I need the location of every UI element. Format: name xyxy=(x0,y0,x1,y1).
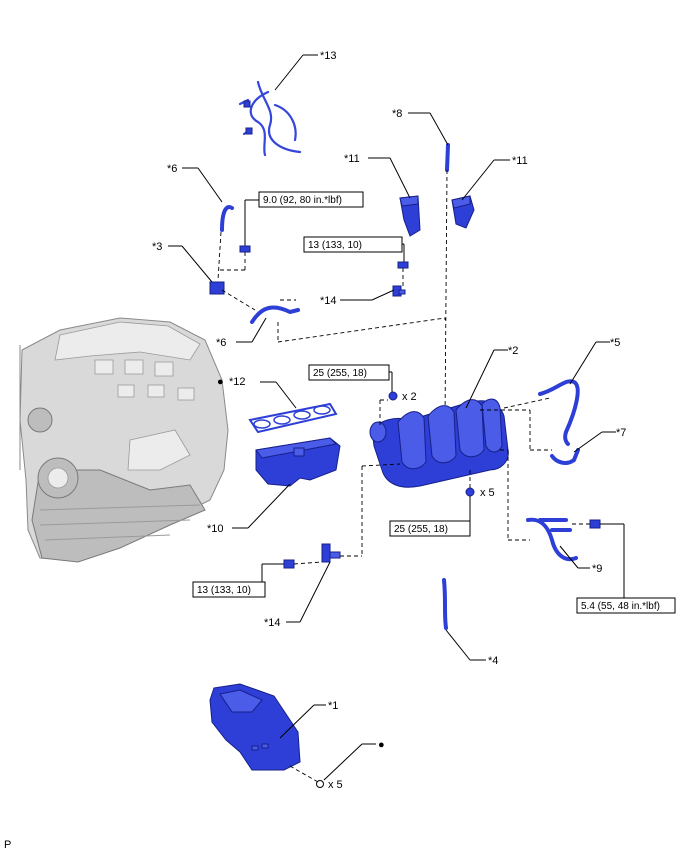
clip-part-7 xyxy=(550,448,580,465)
bolt-icon xyxy=(589,519,601,529)
callout-6-lower: *6 xyxy=(216,337,226,349)
non-reusable-dot: ● xyxy=(378,739,385,751)
bracket-part-14-upper xyxy=(392,285,406,297)
bolt-icon xyxy=(283,559,295,569)
callout-9: *9 xyxy=(592,563,602,575)
nut-icon xyxy=(388,391,398,401)
wire-harness-part xyxy=(238,80,302,157)
hose-part-6-lower xyxy=(250,305,300,324)
bolt-icon xyxy=(316,780,324,788)
torque-box-5 xyxy=(192,581,266,598)
bolt-icon xyxy=(465,487,475,497)
hose-part-8 xyxy=(445,143,450,172)
non-reusable-dot: ● xyxy=(217,376,224,388)
callout-14-lower: *14 xyxy=(264,617,281,629)
insulator-part-10 xyxy=(255,437,341,487)
cover-part-1 xyxy=(209,683,301,771)
callout-8: *8 xyxy=(392,108,402,120)
quantity-label-2: x 5 xyxy=(480,487,495,499)
callout-6-upper: *6 xyxy=(167,163,177,175)
callout-5: *5 xyxy=(610,337,620,349)
callout-1: *1 xyxy=(328,700,338,712)
callout-7: *7 xyxy=(616,427,626,439)
callout-11-right: *11 xyxy=(512,155,528,167)
quantity-label-3: x 5 xyxy=(328,779,343,791)
engine-block-illustration xyxy=(19,317,229,563)
torque-label-5: 13 (133, 10) xyxy=(197,585,251,596)
torque-label-1: 9.0 (92, 80 in.*lbf) xyxy=(263,195,342,206)
torque-box-4 xyxy=(389,520,471,537)
torque-box-6 xyxy=(576,597,676,614)
callout-10: *10 xyxy=(207,523,224,535)
quantity-label-1: x 2 xyxy=(402,391,417,403)
torque-label-3: 25 (255, 18) xyxy=(313,368,367,379)
intake-manifold-part-2 xyxy=(369,398,509,488)
callout-12: *12 xyxy=(229,376,246,388)
torque-label-2: 13 (133, 10) xyxy=(308,240,362,251)
hose-part-4 xyxy=(442,578,448,630)
callout-3: *3 xyxy=(152,241,162,253)
callout-13: *13 xyxy=(320,50,337,62)
callout-2: *2 xyxy=(508,345,518,357)
hose-part-6-upper xyxy=(220,205,234,232)
figure-code: P xyxy=(4,839,11,851)
callout-4: *4 xyxy=(488,655,498,667)
sensor-part-3 xyxy=(209,281,225,295)
bolt-icon xyxy=(397,261,409,269)
bracket-part-14-lower xyxy=(321,543,341,563)
callout-11-left: *11 xyxy=(344,153,360,165)
bracket-part-11-left xyxy=(399,195,421,237)
bolt-icon xyxy=(239,245,251,253)
callout-14-upper: *14 xyxy=(320,295,337,307)
torque-label-4: 25 (255, 18) xyxy=(394,524,448,535)
hose-part-5 xyxy=(538,379,580,446)
bracket-part-11-right xyxy=(451,195,475,229)
torque-label-6: 5.4 (55, 48 in.*lbf) xyxy=(581,601,660,612)
gasket-part-12 xyxy=(248,402,338,434)
pipe-part-9 xyxy=(526,517,578,562)
